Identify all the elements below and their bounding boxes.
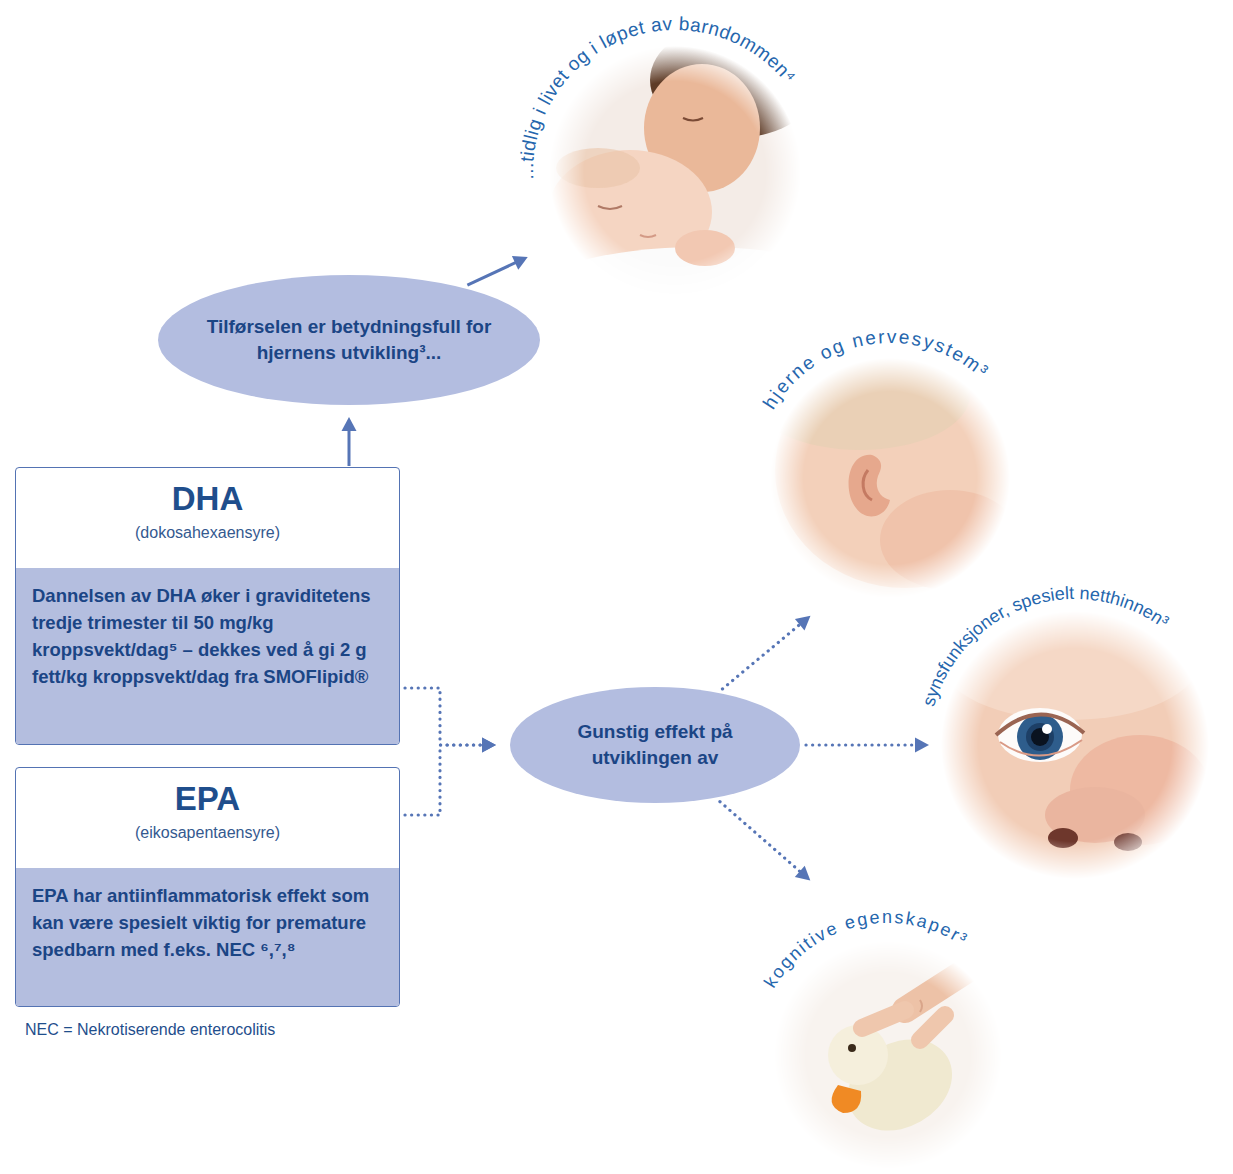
photo-shape [905, 965, 975, 1010]
ellipse-shape [158, 275, 540, 405]
caption-guide [773, 343, 1025, 573]
connector-line [467, 262, 516, 285]
connector-line [720, 802, 801, 872]
info-box: EPA (eikosapentaensyre) EPA har antiinflam… [15, 767, 400, 1007]
arrow-head [795, 866, 810, 881]
photo-shape [880, 490, 1020, 590]
caption-text: hjerne og nervesystem³ [759, 326, 994, 413]
caption-text: kognitive egenskaper³ [760, 907, 972, 991]
photo-shape [640, 235, 656, 237]
caption-text: hjerne og nervesystem³ [759, 326, 994, 413]
arrow-head [795, 616, 811, 631]
photo-shape [849, 455, 890, 517]
photo-shape [598, 206, 622, 209]
caption-text: ...tidlig i livet og i løpet av barndomm… [516, 13, 800, 180]
connector-arrow [720, 802, 810, 881]
caption-arc: hjerne og nervesystem³ [729, 317, 1051, 639]
photo-shape [556, 148, 640, 188]
photo-hand-duck [774, 941, 1002, 1169]
info-box: DHA (dokosahexaensyre) Dannelsen av DHA øk… [15, 467, 400, 745]
connector-arrow [467, 256, 527, 285]
photo-circle: hjerne og nervesystem³ [729, 317, 1051, 639]
photo-circle: synsfunksjoner, spesielt netthinnen³ [919, 589, 1231, 901]
photo-shape [1000, 740, 1082, 756]
photo-shape [1026, 723, 1054, 751]
photo-shape [1042, 724, 1052, 734]
box-subheading: (eikosapentaensyre) [26, 824, 389, 842]
photo-shape [675, 230, 735, 266]
photo-shape [683, 118, 703, 121]
arrow-head [482, 738, 496, 753]
band-text: EPA har antiinflammatorisk effekt som ka… [32, 882, 383, 963]
connector-line [806, 743, 916, 746]
ellipse-fill [510, 687, 800, 803]
connector-arrow [405, 738, 496, 816]
caption-guide [774, 923, 1020, 1148]
caption-text: kognitive egenskaper³ [760, 907, 972, 991]
caption-text: ...tidlig i livet og i løpet av barndomm… [516, 13, 800, 180]
arrow-head [512, 256, 528, 270]
caption-arc: synsfunksjoner, spesielt netthinnen³ [919, 589, 1231, 901]
caption-text: synsfunksjoner, spesielt netthinnen³ [919, 583, 1173, 708]
photo-shape [920, 1015, 945, 1040]
connector-line [722, 624, 800, 689]
photo-shape [996, 714, 1084, 735]
box-heading: EPA [26, 780, 389, 818]
photo-circle: ...tidlig i livet og i løpet av barndomm… [507, 4, 843, 340]
photo-shape [848, 1044, 856, 1052]
ellipse-text-wrap: Gunstig effekt på utviklingen av [550, 719, 760, 771]
arrow-head [482, 738, 496, 753]
photo-shape [862, 1010, 905, 1028]
photo-shape [1048, 828, 1078, 848]
ellipse-node: Gunstig effekt på utviklingen av [510, 687, 800, 803]
caption-arc: ...tidlig i livet og i løpet av barndomm… [507, 4, 843, 340]
box-subheading: (dokosahexaensyre) [26, 524, 389, 542]
photo-shape [920, 1000, 922, 1012]
box-header: EPA (eikosapentaensyre) [16, 768, 399, 868]
photo-shape [863, 470, 872, 500]
ellipse-node: Tilførselen er betydningsfull for hjerne… [158, 275, 540, 405]
ellipse-text: Tilførselen er betydningsfull for hjerne… [199, 314, 499, 366]
connector-arrow [405, 688, 496, 752]
ellipse-fill [158, 275, 540, 405]
caption-text: synsfunksjoner, spesielt netthinnen³ [919, 583, 1173, 708]
photo-baby-eye [940, 600, 1210, 880]
arrow-head [342, 417, 357, 431]
info-band: EPA har antiinflammatorisk effekt som ka… [16, 868, 399, 1006]
connector-line [405, 745, 483, 815]
box-heading: DHA [26, 480, 389, 518]
photo-circle: kognitive egenskaper³ [730, 897, 1046, 1172]
band-text: Dannelsen av DHA øker i graviditetens tr… [32, 582, 383, 690]
connector-line [348, 430, 351, 466]
connector-arrow [342, 417, 357, 466]
photo-shape [832, 1085, 862, 1113]
ellipse-text-wrap: Tilførselen er betydningsfull for hjerne… [199, 314, 499, 366]
caption-arc: kognitive egenskaper³ [730, 897, 1046, 1174]
arrow-head [915, 738, 929, 753]
connector-arrow [722, 616, 810, 689]
ellipse-shape [510, 687, 800, 803]
connector-arrow [806, 738, 929, 753]
ellipse-text: Gunstig effekt på utviklingen av [550, 719, 760, 771]
photo-shape [1114, 833, 1142, 851]
info-band: Dannelsen av DHA øker i graviditetens tr… [16, 568, 399, 744]
box-header: DHA (dokosahexaensyre) [16, 468, 399, 568]
footnote-label: NEC = Nekrotiserende enterocolitis [25, 1021, 275, 1039]
photo-shape [774, 941, 1002, 1169]
connector-line [405, 688, 483, 745]
